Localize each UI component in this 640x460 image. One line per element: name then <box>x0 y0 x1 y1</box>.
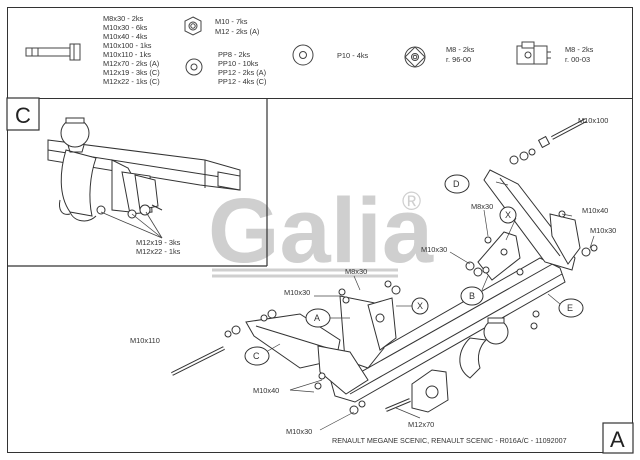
bolt-label: M10x30 <box>284 288 310 297</box>
washer-item: PP12 - 2ks (A) <box>218 68 266 77</box>
main-letter-box <box>602 422 634 454</box>
cage-nut-item: r. 96-00 <box>446 55 471 64</box>
part-letter: A <box>314 313 320 323</box>
bolt-list: M8x30 - 2ks M10x30 - 6ks M10x40 - 4ks M1… <box>103 14 160 86</box>
inset-letter-box <box>6 97 40 131</box>
clip-nut-item: r. 00-03 <box>565 55 590 64</box>
nut-list: M10 - 7ks M12 - 2ks (A) <box>215 17 259 36</box>
hex-nut-icon <box>184 16 202 36</box>
logo-text: Galia <box>208 180 434 282</box>
cage-nut-item: M8 - 2ks <box>446 45 475 54</box>
clip-nut-item: M8 - 2ks <box>565 45 594 54</box>
washer-item: PP8 - 2ks <box>218 50 250 59</box>
bolt-item: M10x40 - 4ks <box>103 32 148 41</box>
inset-bolt-label: M12x19 - 3ks <box>136 238 181 247</box>
inset-c: C <box>6 97 268 267</box>
part-letter: B <box>469 291 475 301</box>
cage-nut-list: M8 - 2ks r. 96-00 <box>446 45 475 64</box>
part-letter: C <box>253 351 260 361</box>
bolt-item: M12x70 - 2ks (A) <box>103 59 159 68</box>
part-letter: E <box>567 303 573 313</box>
washer-list: PP8 - 2ks PP10 - 10ks PP12 - 2ks (A) PP1… <box>218 50 266 86</box>
bolt-label: M10x30 <box>590 226 616 235</box>
part-bubble-d: D <box>444 174 470 194</box>
bolt-item: M10x100 - 1ks <box>103 41 152 50</box>
bolt-label: M10x40 <box>253 386 279 395</box>
part-bubble-x-lower: X <box>411 297 429 315</box>
part-bubble-a: A <box>305 308 331 328</box>
part-letter: D <box>453 179 460 189</box>
inset-letter: C <box>15 103 31 128</box>
bolt-label: M12x70 <box>408 420 434 429</box>
part-letter: X <box>505 210 511 220</box>
bolt-label: M8x30 <box>345 267 367 276</box>
bolt-labels: M10x100 M8x30 M10x40 M10x30 M10x30 M8x30… <box>130 116 616 436</box>
washer-icon <box>185 58 203 76</box>
bolt-icon <box>25 43 81 61</box>
part-bubble-e: E <box>558 298 584 318</box>
bolt-label: M10x40 <box>582 206 608 215</box>
bolt-item: M10x110 - 1ks <box>103 50 151 59</box>
part-bubble-c: C <box>244 346 270 366</box>
footer-caption: RENAULT MEGANE SCENIC, RENAULT SCENIC - … <box>332 436 567 445</box>
part-bubble-x-upper: X <box>499 206 517 224</box>
bolt-item: M12x19 - 3ks (C) <box>103 68 160 77</box>
washer-item: PP12 - 4ks (C) <box>218 77 266 86</box>
main-assembly <box>171 118 598 415</box>
bolt-label: M10x30 <box>421 245 447 254</box>
bolt-item: M10x30 - 6ks <box>103 23 148 32</box>
header-divider <box>7 98 633 99</box>
clip-nut-list: M8 - 2ks r. 00-03 <box>565 45 594 64</box>
drawing-frame <box>7 7 633 453</box>
bolt-label: M10x100 <box>578 116 608 125</box>
plate-washer-label: P10 - 4ks <box>337 51 369 60</box>
nut-item: M10 - 7ks <box>215 17 248 26</box>
galia-logo: Galia ® <box>208 180 434 282</box>
bolt-label: M10x30 <box>286 427 312 436</box>
plate-washer-icon <box>292 44 314 66</box>
washer-item: PP10 - 10ks <box>218 59 259 68</box>
bolt-label: M8x30 <box>471 202 493 211</box>
nut-item: M12 - 2ks (A) <box>215 27 259 36</box>
bolt-item: M8x30 - 2ks <box>103 14 144 23</box>
cage-nut-icon <box>404 46 426 68</box>
bolt-label: M10x110 <box>130 336 160 345</box>
clip-nut-icon <box>516 41 551 65</box>
leader-lines <box>265 181 595 431</box>
part-bubble-b: B <box>460 286 484 306</box>
main-letter: A <box>610 427 625 452</box>
inset-bolt-label: M12x22 - 1ks <box>136 247 181 256</box>
part-letter: X <box>417 301 423 311</box>
bolt-item: M12x22 - 1ks (C) <box>103 77 160 86</box>
logo-registered-mark: ® <box>402 186 421 216</box>
